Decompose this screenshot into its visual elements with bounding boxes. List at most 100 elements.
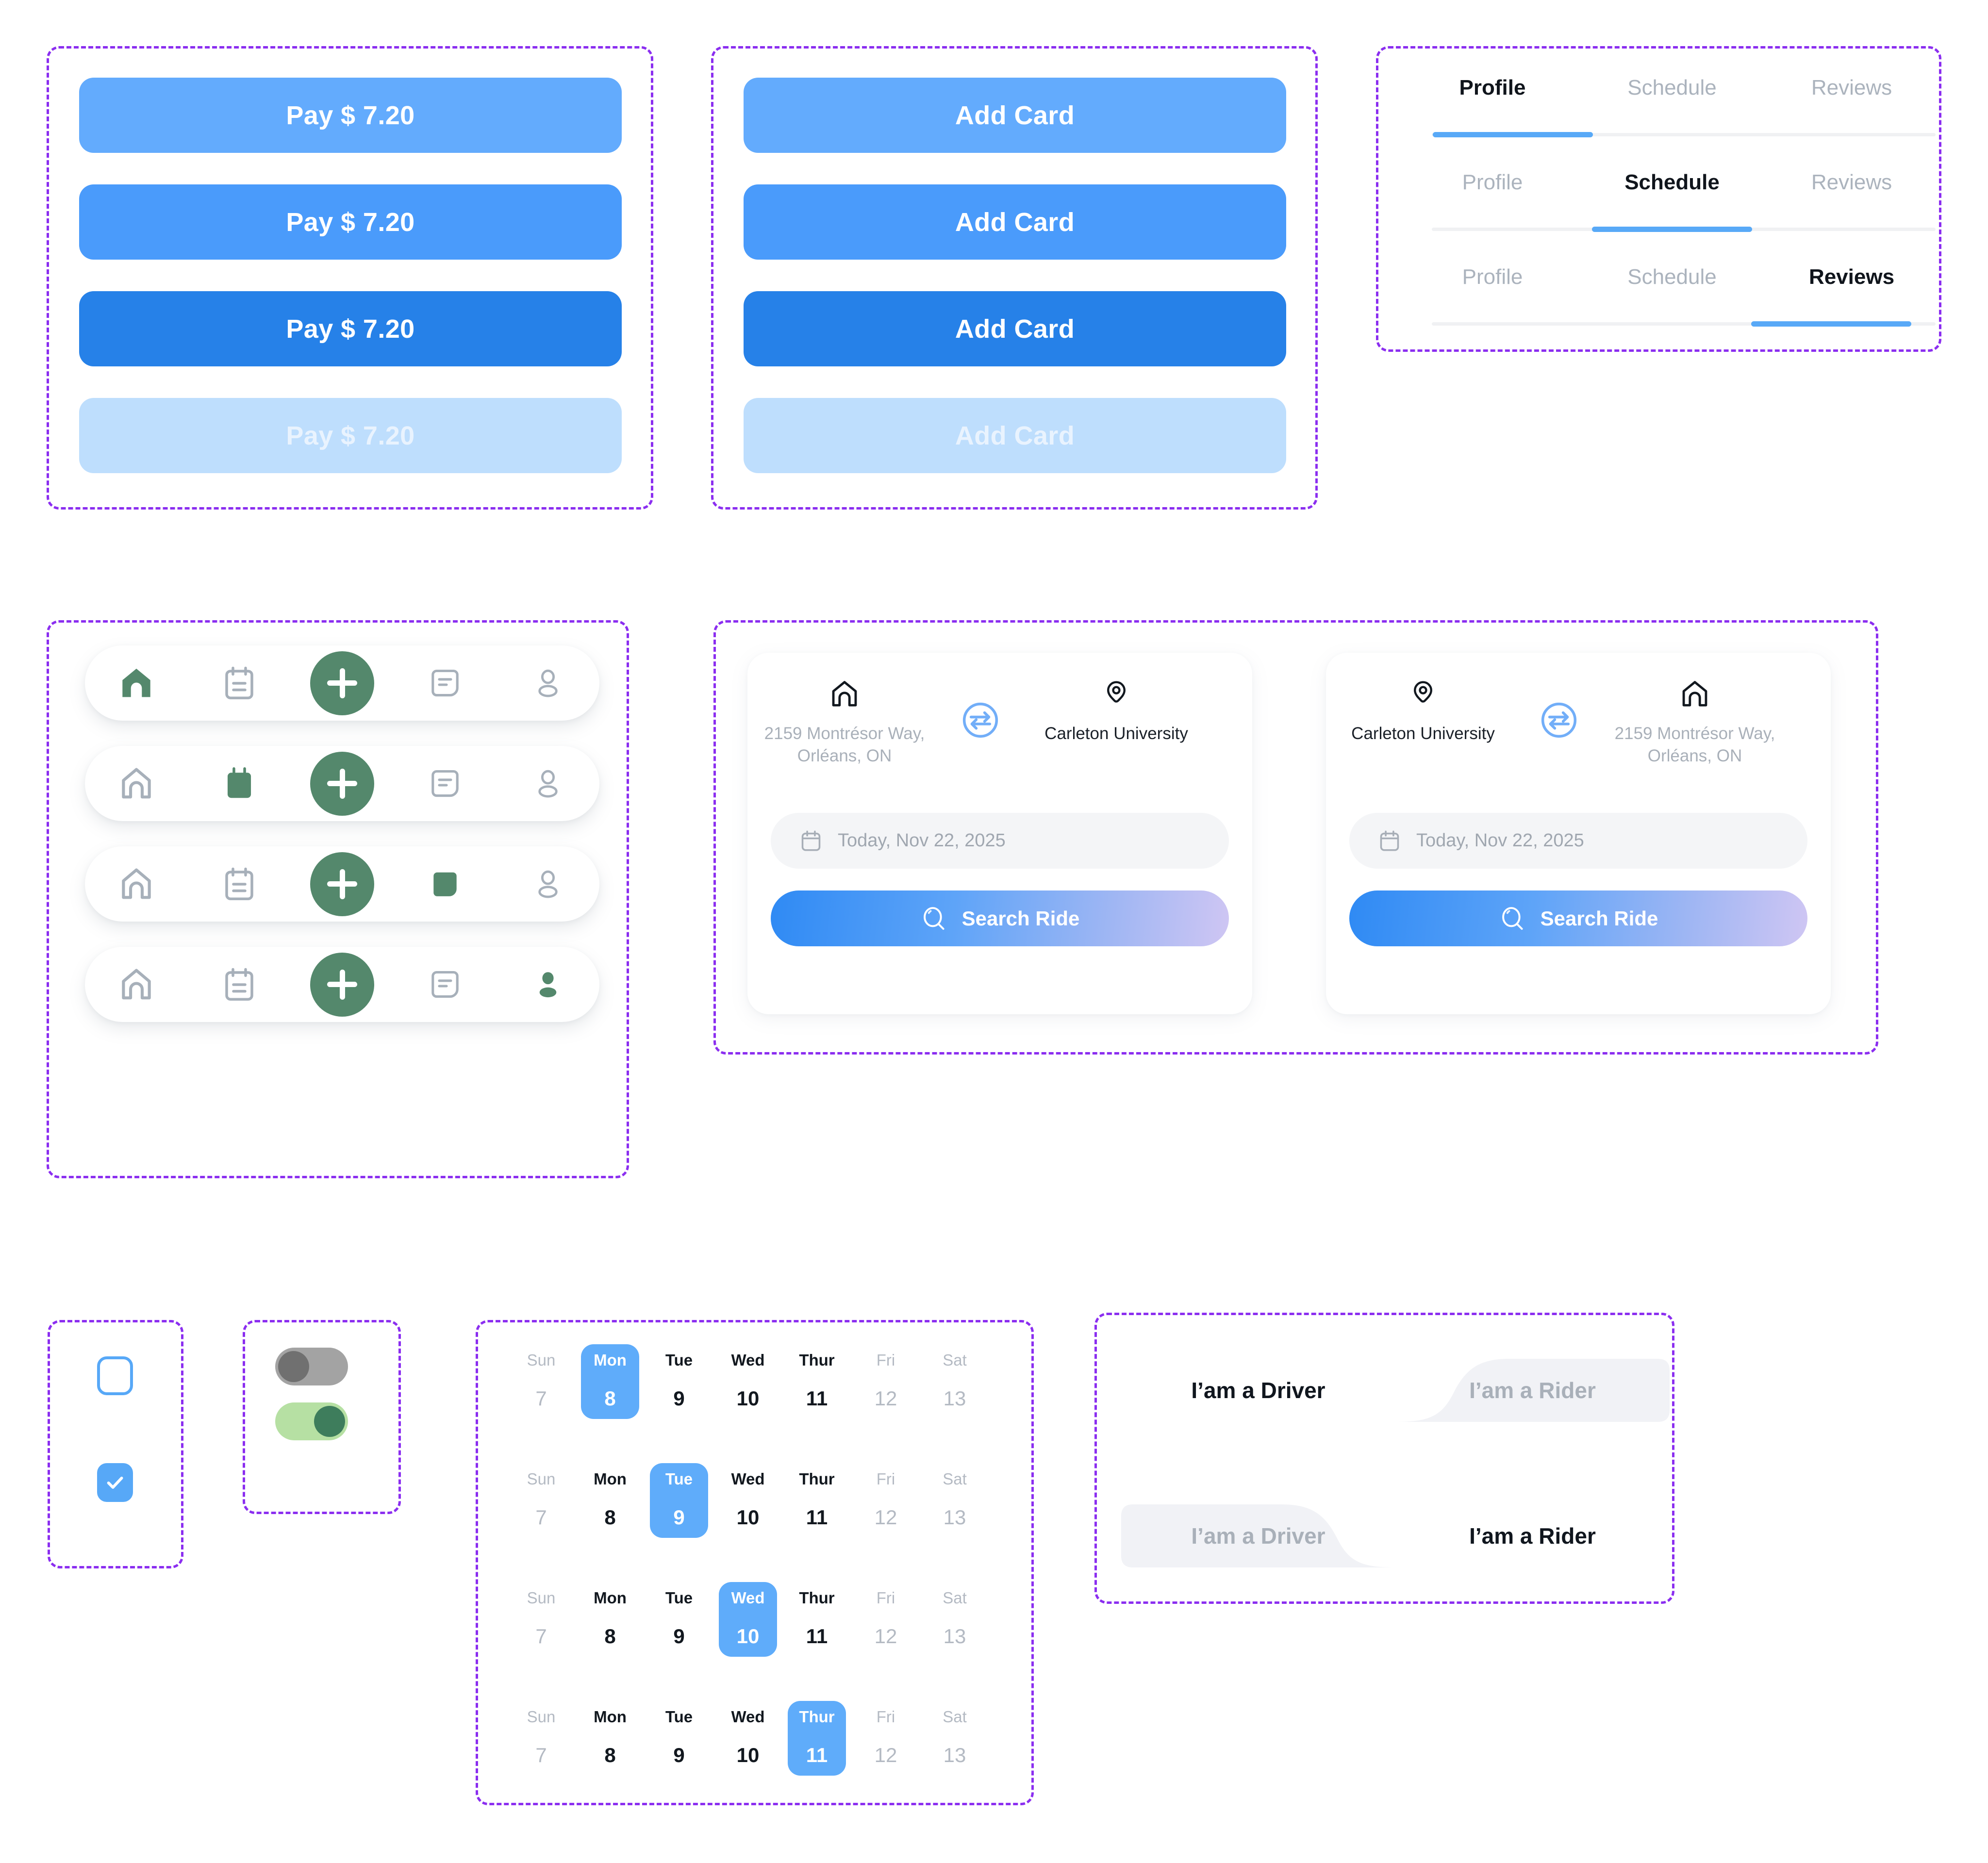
calendar-day-cell[interactable]: Sun 7 [512,1701,570,1776]
frame-bottom-navbars [47,620,629,1178]
nav-item-person[interactable] [509,663,587,703]
calendar-day-cell[interactable]: Sat 13 [926,1582,984,1657]
ride-date-field[interactable]: Today, Nov 22, 2025 [1349,813,1807,869]
search-ride-button[interactable]: Search Ride [771,890,1229,946]
nav-item-add[interactable] [303,751,381,816]
calendar-day-cell[interactable]: Sun 7 [512,1344,570,1419]
calendar-day-cell[interactable]: Fri 12 [857,1463,915,1538]
calendar-day-cell[interactable]: Thur 11 [788,1344,846,1419]
tab-schedule[interactable]: Schedule [1627,265,1717,289]
tab-reviews[interactable]: Reviews [1808,265,1895,289]
ride-origin[interactable]: Carleton University [1326,676,1520,745]
ride-destination[interactable]: 2159 Montrésor Way, Orléans, ON [1598,676,1792,767]
checkbox-checked[interactable] [97,1463,133,1502]
calendar-day-cell[interactable]: Mon 8 [581,1582,639,1657]
calendar-day-cell[interactable]: Mon 8 [581,1701,639,1776]
calendar-day-cell[interactable]: Sat 13 [926,1463,984,1538]
nav-item-calendar[interactable] [200,864,278,904]
add-fab[interactable] [310,751,374,816]
role-option-driver[interactable]: I’am a Driver [1191,1378,1325,1403]
tab-profile[interactable]: Profile [1462,170,1523,194]
nav-item-calendar[interactable] [200,663,278,703]
add-fab[interactable] [310,651,374,715]
calendar-day-cell[interactable]: Fri 12 [857,1344,915,1419]
calendar-day-cell[interactable]: Mon 8 [581,1463,639,1538]
role-option-rider[interactable]: I’am a Rider [1469,1378,1596,1403]
add-fab[interactable] [310,852,374,916]
ride-origin[interactable]: 2159 Montrésor Way, Orléans, ON [747,676,942,767]
calendar-day-cell[interactable]: Tue 9 [650,1701,708,1776]
add-card-button-hover[interactable]: Add Card [744,184,1286,260]
role-option-driver[interactable]: I’am a Driver [1191,1523,1325,1549]
calendar-day-cell[interactable]: Sun 7 [512,1582,570,1657]
calendar-date-number: 8 [604,1744,616,1766]
ride-origin-label: 2159 Montrésor Way, Orléans, ON [764,724,925,766]
tab-profile[interactable]: Profile [1459,76,1526,99]
plus-icon [327,969,357,1000]
ride-date-field[interactable]: Today, Nov 22, 2025 [771,813,1229,869]
chat-icon [431,669,459,696]
nav-item-person[interactable] [509,864,587,904]
tab-schedule[interactable]: Schedule [1624,170,1720,194]
nav-item-home[interactable] [98,965,175,1005]
nav-item-chat[interactable] [406,663,484,703]
calendar-day-cell[interactable]: Wed 10 [719,1463,777,1538]
nav-item-person[interactable] [509,965,587,1005]
calendar-day-cell[interactable]: Fri 12 [857,1701,915,1776]
calendar-day-cell-selected[interactable]: Thur 11 [788,1701,846,1776]
nav-item-chat[interactable] [406,764,484,804]
nav-item-add[interactable] [303,852,381,916]
home-icon [122,768,151,798]
calendar-day-cell[interactable]: Fri 12 [857,1582,915,1657]
calendar-day-cell-selected[interactable]: Mon 8 [581,1344,639,1419]
calendar-day-cell[interactable]: Sat 13 [926,1344,984,1419]
nav-item-add[interactable] [303,651,381,715]
nav-item-calendar[interactable] [200,764,278,804]
calendar-day-cell[interactable]: Thur 11 [788,1463,846,1538]
tab-reviews[interactable]: Reviews [1811,76,1892,99]
role-inactive-shade [1121,1504,1395,1567]
ride-date-value: Today, Nov 22, 2025 [838,830,1006,851]
nav-item-home[interactable] [98,663,175,703]
calendar-day-cell-selected[interactable]: Tue 9 [650,1463,708,1538]
calendar-day-cell[interactable]: Wed 10 [719,1701,777,1776]
tab-profile[interactable]: Profile [1462,265,1523,289]
ride-swap-button[interactable] [942,676,1019,741]
toggle-switch-off[interactable] [275,1348,348,1385]
home-icon [1682,681,1707,707]
pay-button-hover[interactable]: Pay $ 7.20 [79,184,622,260]
calendar-day-cell[interactable]: Tue 9 [650,1582,708,1657]
pay-button-pressed[interactable]: Pay $ 7.20 [79,291,622,366]
nav-item-person[interactable] [509,764,587,804]
swap-icon [962,702,998,738]
nav-item-home[interactable] [98,864,175,904]
search-ride-button[interactable]: Search Ride [1349,890,1807,946]
calendar-day-cell[interactable]: Thur 11 [788,1582,846,1657]
ride-swap-button[interactable] [1520,676,1598,741]
calendar-day-cell-selected[interactable]: Wed 10 [719,1582,777,1657]
add-card-button-default[interactable]: Add Card [744,78,1286,153]
nav-item-chat[interactable] [406,864,484,904]
pay-button-default[interactable]: Pay $ 7.20 [79,78,622,153]
calendar-day-cell[interactable]: Sat 13 [926,1701,984,1776]
calendar-day-cell[interactable]: Sun 7 [512,1463,570,1538]
calendar-day-label: Fri [876,1351,895,1369]
add-fab[interactable] [310,952,374,1017]
ride-destination[interactable]: Carleton University [1019,676,1213,745]
role-option-rider[interactable]: I’am a Rider [1469,1523,1596,1549]
nav-item-add[interactable] [303,952,381,1017]
ride-destination-label: 2159 Montrésor Way, Orléans, ON [1614,724,1775,766]
calendar-date-number: 8 [604,1506,616,1529]
tab-reviews[interactable]: Reviews [1811,170,1892,194]
nav-item-chat[interactable] [406,965,484,1005]
nav-item-calendar[interactable] [200,965,278,1005]
checkbox-unchecked[interactable] [97,1356,133,1395]
calendar-day-cell[interactable]: Tue 9 [650,1344,708,1419]
add-card-button-pressed[interactable]: Add Card [744,291,1286,366]
calendar-day-cell[interactable]: Wed 10 [719,1344,777,1419]
tab-schedule[interactable]: Schedule [1627,76,1717,99]
calendar-strip-thur-selected: Sun 7 Mon 8 Tue 9 Wed 10 Thur 11 Fri 12 … [512,1701,984,1776]
toggle-switch-on[interactable] [275,1402,348,1440]
nav-item-home[interactable] [98,764,175,804]
